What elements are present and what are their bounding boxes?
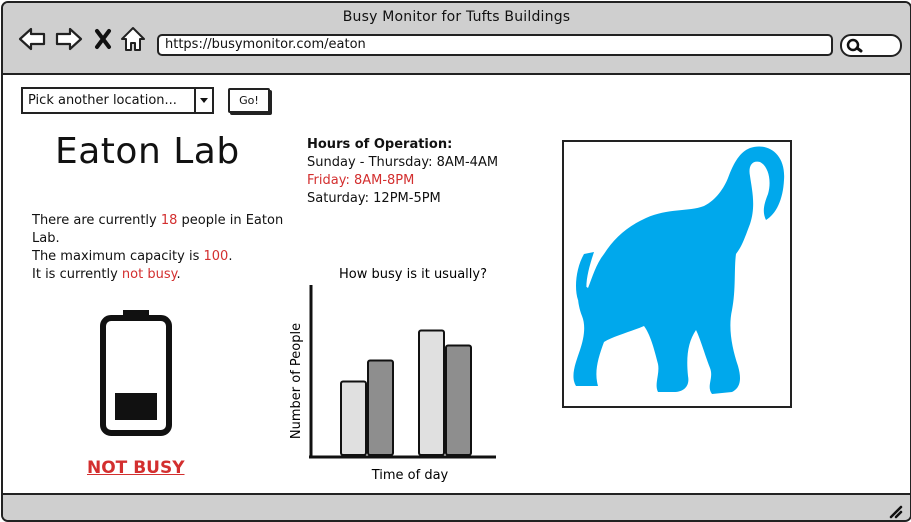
hours-of-operation: Hours of Operation: Sunday - Thursday: 8…	[307, 136, 498, 208]
status-bar	[3, 493, 910, 520]
hours-heading: Hours of Operation:	[307, 137, 453, 152]
chart-bar	[367, 359, 394, 456]
text: The maximum capacity is	[32, 249, 204, 264]
elephant-image	[573, 146, 785, 394]
text: people in Eaton Lab.	[32, 213, 284, 246]
location-select-value: Pick another location...	[28, 93, 177, 108]
location-select[interactable]: Pick another location...	[21, 87, 214, 114]
capacity-value: 100	[203, 249, 229, 264]
dropdown-toggle[interactable]	[194, 89, 212, 112]
chart-bar	[418, 329, 445, 456]
chevron-down-icon	[200, 98, 208, 103]
chart-y-axis-label: Number of People	[289, 323, 304, 439]
url-field[interactable]: https://busymonitor.com/eaton	[157, 34, 833, 56]
close-icon[interactable]	[93, 25, 113, 53]
chart-bars	[340, 329, 472, 456]
capacity-line: The maximum capacity is 100.	[32, 248, 300, 266]
battery-icon	[100, 310, 172, 436]
window-title: Busy Monitor for Tufts Buildings	[342, 9, 571, 25]
home-icon[interactable]	[120, 25, 146, 53]
search-icon	[846, 38, 863, 53]
hours-saturday: Saturday: 12PM-5PM	[307, 191, 441, 206]
hours-friday: Friday: 8AM-8PM	[307, 173, 415, 188]
busy-label: NOT BUSY	[87, 458, 185, 478]
resize-grip-icon[interactable]	[888, 503, 904, 519]
text: There are currently	[32, 213, 161, 228]
text: It is currently	[32, 267, 122, 282]
text: .	[176, 267, 181, 282]
chart-x-axis-label: Time of day	[371, 468, 449, 483]
busy-status: not busy	[121, 267, 177, 282]
chart-title: How busy is it usually?	[339, 267, 487, 282]
status-line: It is currently not busy.	[32, 266, 300, 284]
text: .	[228, 249, 233, 264]
chart-bar	[445, 344, 472, 456]
search-field[interactable]	[840, 34, 902, 57]
busy-chart: How busy is it usually? Number of People…	[289, 267, 496, 483]
chart-bar	[340, 380, 367, 456]
occupancy-line: There are currently 18 people in Eaton L…	[32, 212, 300, 248]
go-button[interactable]: Go!	[228, 88, 270, 113]
current-count: 18	[160, 213, 178, 228]
hours-weekday: Sunday - Thursday: 8AM-4AM	[307, 155, 499, 170]
page-title: Eaton Lab	[55, 131, 240, 172]
forward-arrow-icon[interactable]	[54, 25, 84, 53]
back-arrow-icon[interactable]	[17, 25, 47, 53]
title-bar: Busy Monitor for Tufts Buildings https:/…	[3, 3, 910, 75]
building-mascot-image	[562, 140, 792, 408]
occupancy-info: There are currently 18 people in Eaton L…	[32, 212, 300, 284]
